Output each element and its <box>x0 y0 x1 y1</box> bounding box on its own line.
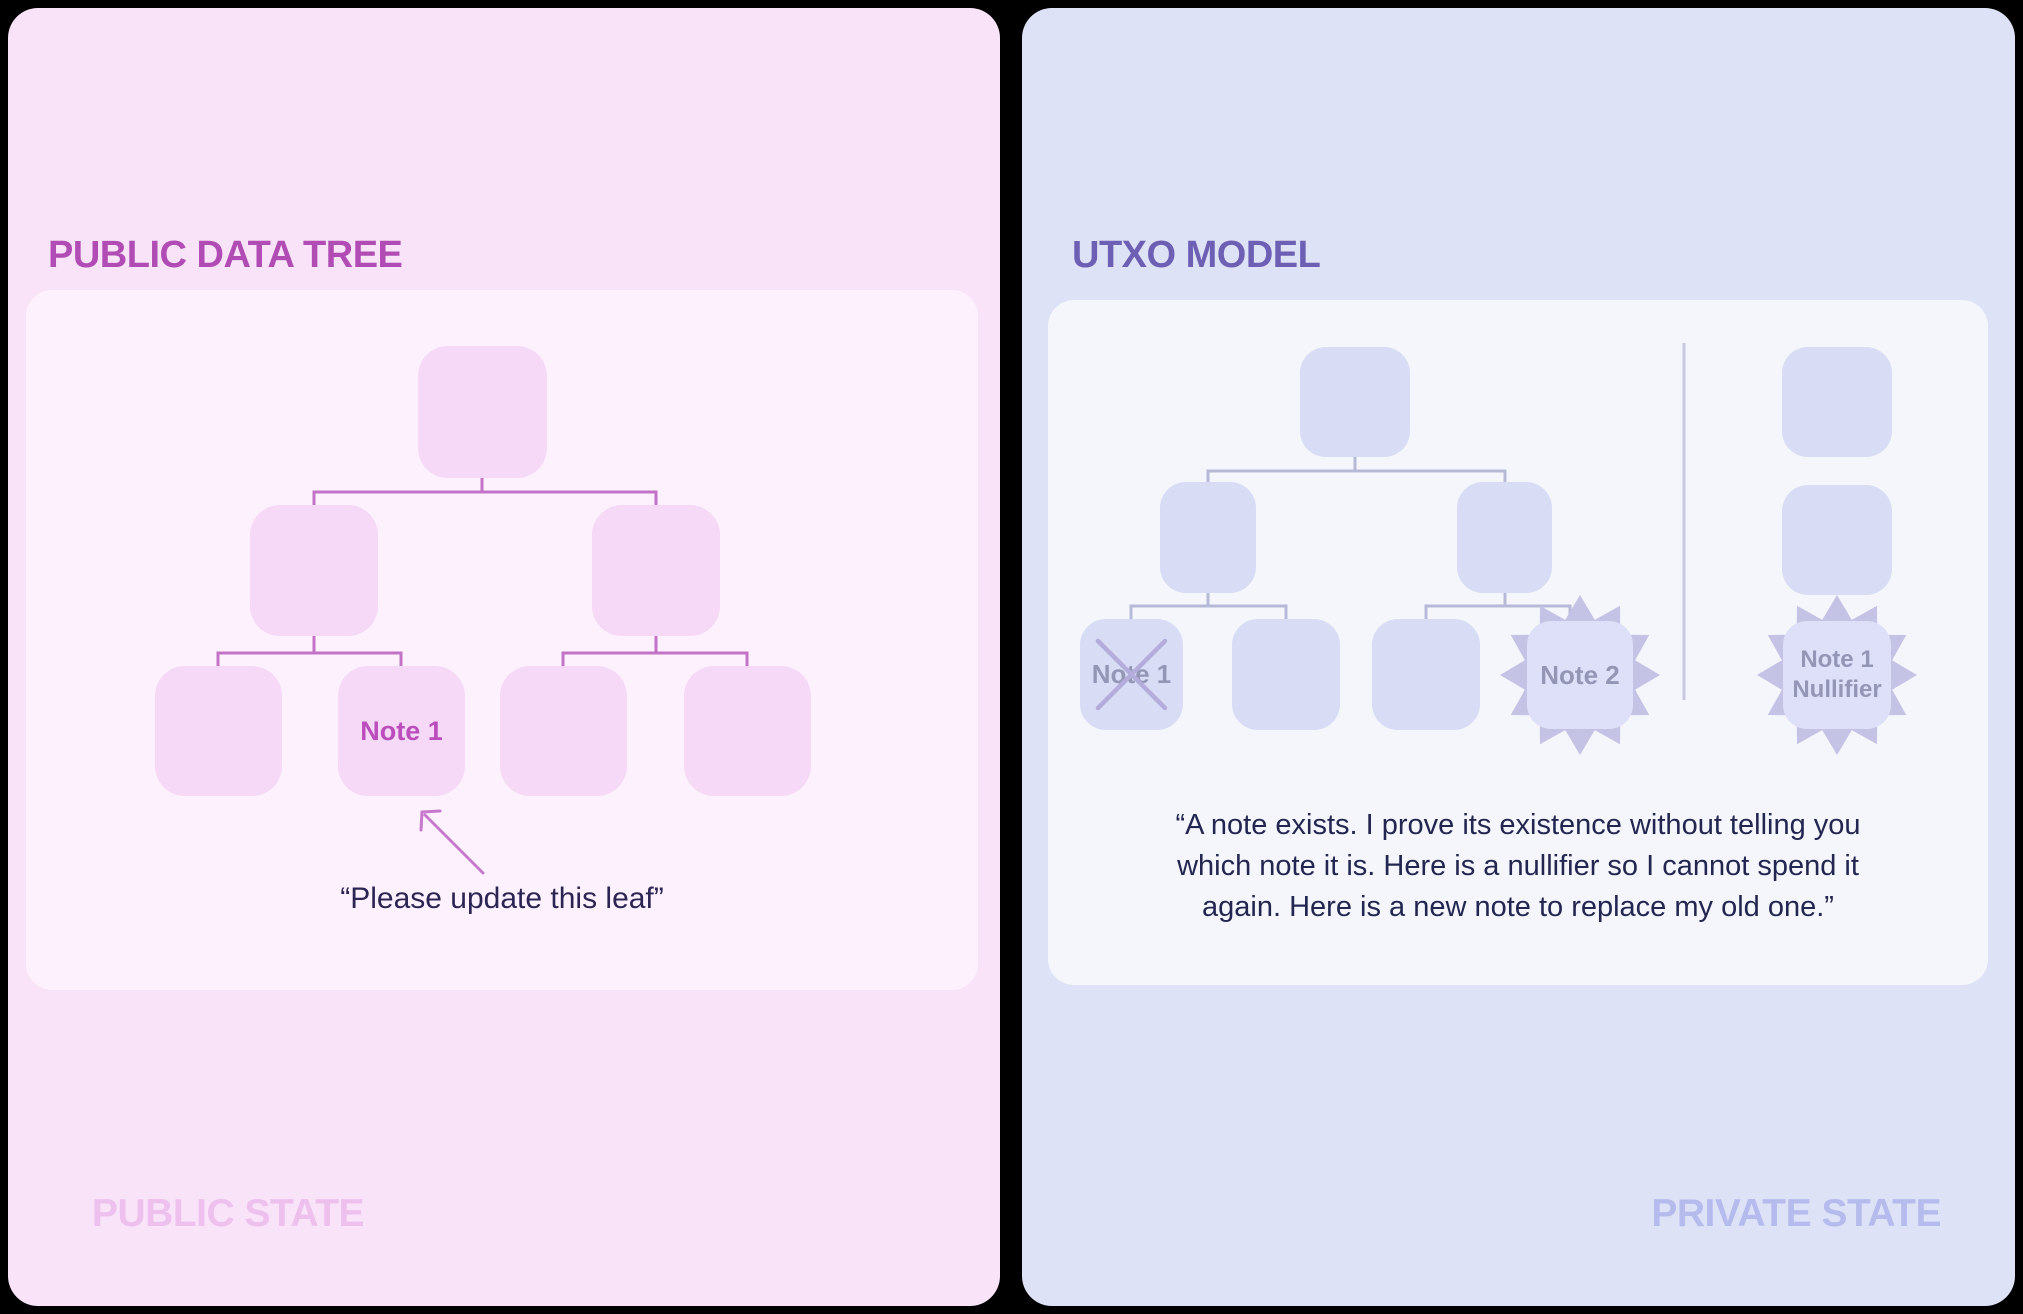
tree-leaf-3 <box>1372 619 1480 730</box>
tree-leaf-3 <box>500 666 627 796</box>
nullifier-column-node-2 <box>1782 485 1892 595</box>
tree-leaf-note-1: Note 1 <box>338 666 465 796</box>
tree-connector-lines <box>216 478 749 666</box>
tree-leaf-spent-note: Note 1 <box>1080 619 1183 730</box>
nullifier-label-line2: Nullifier <box>1792 676 1882 703</box>
nullifier-label: Note 1 Nullifier <box>1783 621 1891 729</box>
public-data-tree-panel: PUBLIC DATA TREE <box>8 8 1000 1306</box>
tree-node-mid-right <box>1457 482 1552 593</box>
note-1-label: Note 1 <box>360 715 443 746</box>
tree-node-root <box>418 346 547 478</box>
tree-node-root <box>1300 347 1410 457</box>
utxo-model-panel: UTXO MODEL Note 1 <box>1022 8 2015 1306</box>
nullifier-label-line1: Note 1 <box>1800 646 1874 673</box>
nullifier-node: Note 1 Nullifier <box>1783 621 1891 729</box>
tree-leaf-1 <box>155 666 282 796</box>
left-panel-footer: PUBLIC STATE <box>92 1192 365 1235</box>
tree-node-mid-left <box>250 505 378 636</box>
update-leaf-caption: “Please update this leaf” <box>340 882 664 915</box>
tree-leaf-2 <box>1232 619 1340 730</box>
quote-line-3: again. Here is a new note to replace my … <box>1202 891 1834 923</box>
update-arrow-icon <box>419 809 485 875</box>
quote-line-2: which note it is. Here is a nullifier so… <box>1177 850 1859 882</box>
note-2-label: Note 2 <box>1540 659 1620 690</box>
tree-node-mid-left <box>1160 482 1256 593</box>
right-panel-footer: PRIVATE STATE <box>1651 1192 1941 1235</box>
left-panel-title: PUBLIC DATA TREE <box>48 234 403 276</box>
public-tree-card: Note 1 “Please update this leaf” <box>26 290 978 990</box>
utxo-quote: “A note exists. I prove its existence wi… <box>1048 805 1988 928</box>
public-tree-connectors <box>216 478 749 875</box>
tree-leaf-4 <box>684 666 811 796</box>
quote-line-1: “A note exists. I prove its existence wi… <box>1175 809 1861 841</box>
right-panel-title: UTXO MODEL <box>1072 234 1321 276</box>
spent-note-label: Note 1 <box>1091 659 1172 689</box>
nullifier-column-node-1 <box>1782 347 1892 457</box>
utxo-card: Note 1 Note 2 Note 1 Nullifier <box>1048 300 1988 985</box>
tree-leaf-new-note: Note 2 <box>1527 621 1633 729</box>
tree-node-mid-right <box>592 505 720 636</box>
